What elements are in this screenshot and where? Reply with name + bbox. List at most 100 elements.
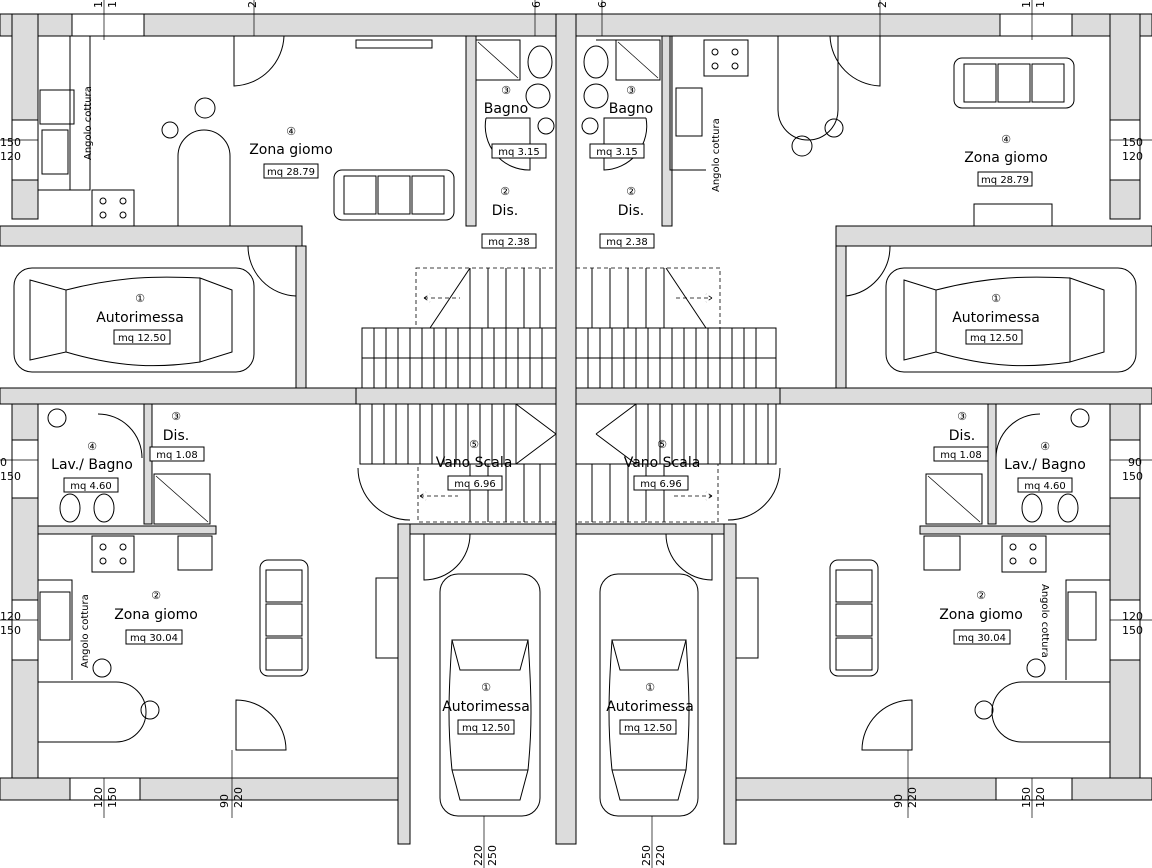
dim-150-right-low: 150: [1122, 624, 1143, 637]
area-bagno-left: mq 3.15: [498, 147, 540, 158]
num-3-bagno-left: ③: [501, 84, 511, 97]
num-1-auto-bottom-right: ①: [645, 681, 655, 694]
car-bottom-right: [599, 573, 699, 817]
dim-150-bottom-right: 150: [1020, 787, 1033, 808]
num-2-dis-right: ②: [626, 185, 636, 198]
area-dis-bottom-right: mq 1.08: [940, 450, 982, 461]
dim-2-top-left: 2: [246, 1, 259, 8]
label-angolo-cottura-top-right: Angolo cottura: [711, 118, 722, 192]
label-vano-scala-right: Vano Scala: [624, 455, 701, 471]
dim-150-right-mid: 150: [1122, 470, 1143, 483]
area-auto-top-right: mq 12.50: [970, 333, 1018, 344]
label-angolo-cottura-bottom-right: Angolo cottura: [1039, 584, 1050, 658]
area-dis-bottom-left: mq 1.08: [156, 450, 198, 461]
area-scala-right: mq 6.96: [640, 479, 682, 490]
num-3-dis-bottom-right: ③: [957, 410, 967, 423]
num-3-bagno-right: ③: [626, 84, 636, 97]
area-scala-left: mq 6.96: [454, 479, 496, 490]
stairs-upper-right: [575, 267, 777, 389]
dim-150-bottom-left: 150: [106, 787, 119, 808]
label-dis-right: Dis.: [618, 203, 644, 219]
label-zona-giorno-top-right: Zona giomo: [964, 150, 1048, 166]
dim-6-top-right: 6: [596, 1, 609, 8]
label-autorimessa-bottom-left: Autorimessa: [442, 699, 530, 715]
dim-6-top-left: 6: [530, 1, 543, 8]
room-labels: ④ Zona giomo mq 28.79 ④ Zona giomo mq 28…: [51, 84, 1086, 734]
dim-120-left-low: 120: [0, 610, 21, 623]
label-bagno-left: Bagno: [484, 101, 529, 117]
area-bagno-right: mq 3.15: [596, 147, 638, 158]
num-4-zg-top-left: ④: [286, 125, 296, 138]
doors: [97, 35, 1041, 751]
dim-1-top-c: 1: [1020, 1, 1033, 8]
dim-250-garage-right: 250: [640, 845, 653, 866]
area-auto-top-left: mq 12.50: [118, 333, 166, 344]
num-2-zg-bottom-right: ②: [976, 589, 986, 602]
dim-90-right: 90: [1128, 456, 1142, 469]
num-3-dis-bottom-left: ③: [171, 410, 181, 423]
area-zg-bottom-right: mq 30.04: [958, 633, 1006, 644]
label-autorimessa-top-left: Autorimessa: [96, 310, 184, 326]
label-vano-scala-left: Vano Scala: [436, 455, 513, 471]
dim-90-bottom-left: 90: [218, 794, 231, 808]
num-2-dis-left: ②: [500, 185, 510, 198]
label-angolo-cottura-bottom-left: Angolo cottura: [80, 594, 91, 668]
num-2-zg-bottom-left: ②: [151, 589, 161, 602]
label-zona-giorno-top-left: Zona giomo: [249, 142, 333, 158]
num-1-auto-top-right: ①: [991, 292, 1001, 305]
dim-120-right-low: 120: [1122, 610, 1143, 623]
area-dis-right: mq 2.38: [606, 237, 648, 248]
area-zg-top-left: mq 28.79: [267, 167, 315, 178]
dim-220-garage-left: 220: [472, 845, 485, 866]
dim-1-top-a: 1: [92, 1, 105, 8]
car-top-left: [13, 267, 255, 373]
label-lav-bagno-left: Lav./ Bagno: [51, 457, 133, 473]
dim-220-bottom-right: 220: [906, 787, 919, 808]
stairs-lower-left: [359, 403, 557, 523]
dim-150-left-low: 150: [0, 624, 21, 637]
label-autorimessa-top-right: Autorimessa: [952, 310, 1040, 326]
label-lav-bagno-right: Lav./ Bagno: [1004, 457, 1086, 473]
label-autorimessa-bottom-right: Autorimessa: [606, 699, 694, 715]
label-bagno-right: Bagno: [609, 101, 654, 117]
walls: [0, 13, 1152, 845]
dim-90-bottom-right: 90: [892, 794, 905, 808]
label-dis-bottom-right: Dis.: [949, 428, 975, 444]
car-bottom-left: [439, 573, 541, 817]
num-1-auto-top-left: ①: [135, 292, 145, 305]
dim-220-bottom-left: 220: [232, 787, 245, 808]
dim-120-right-top: 120: [1122, 150, 1143, 163]
dim-250-garage-left: 250: [486, 845, 499, 866]
dim-1-top-d: 1: [1034, 1, 1047, 8]
num-4-zg-top-right: ④: [1001, 133, 1011, 146]
stairs-upper-left: [361, 267, 557, 389]
dim-150-left-top: 150: [0, 136, 21, 149]
label-zona-giorno-bottom-right: Zona giomo: [939, 607, 1023, 623]
area-lav-left: mq 4.60: [70, 481, 112, 492]
dim-150-right-top: 150: [1122, 136, 1143, 149]
area-lav-right: mq 4.60: [1024, 481, 1066, 492]
dim-120-bottom-right: 120: [1034, 787, 1047, 808]
dim-220-garage-right: 220: [654, 845, 667, 866]
area-auto-bottom-left: mq 12.50: [462, 723, 510, 734]
num-1-auto-bottom-left: ①: [481, 681, 491, 694]
num-5-scala-right: ⑤: [657, 438, 667, 451]
label-angolo-cottura-top-left: Angolo cottura: [83, 86, 94, 160]
area-zg-bottom-left: mq 30.04: [130, 633, 178, 644]
dim-90-left: 0: [0, 456, 7, 469]
area-dis-left: mq 2.38: [488, 237, 530, 248]
dim-120-bottom-left: 120: [92, 787, 105, 808]
label-dis-left: Dis.: [492, 203, 518, 219]
dim-1-top-b: 1: [106, 1, 119, 8]
num-4-lav-right: ④: [1040, 440, 1050, 453]
num-4-lav-left: ④: [87, 440, 97, 453]
dim-150-left-mid: 150: [0, 470, 21, 483]
dim-120-left-top: 120: [0, 150, 21, 163]
stairs-lower-right: [575, 403, 777, 523]
label-zona-giorno-bottom-left: Zona giomo: [114, 607, 198, 623]
dim-2-top-right: 2: [876, 1, 889, 8]
area-auto-bottom-right: mq 12.50: [624, 723, 672, 734]
